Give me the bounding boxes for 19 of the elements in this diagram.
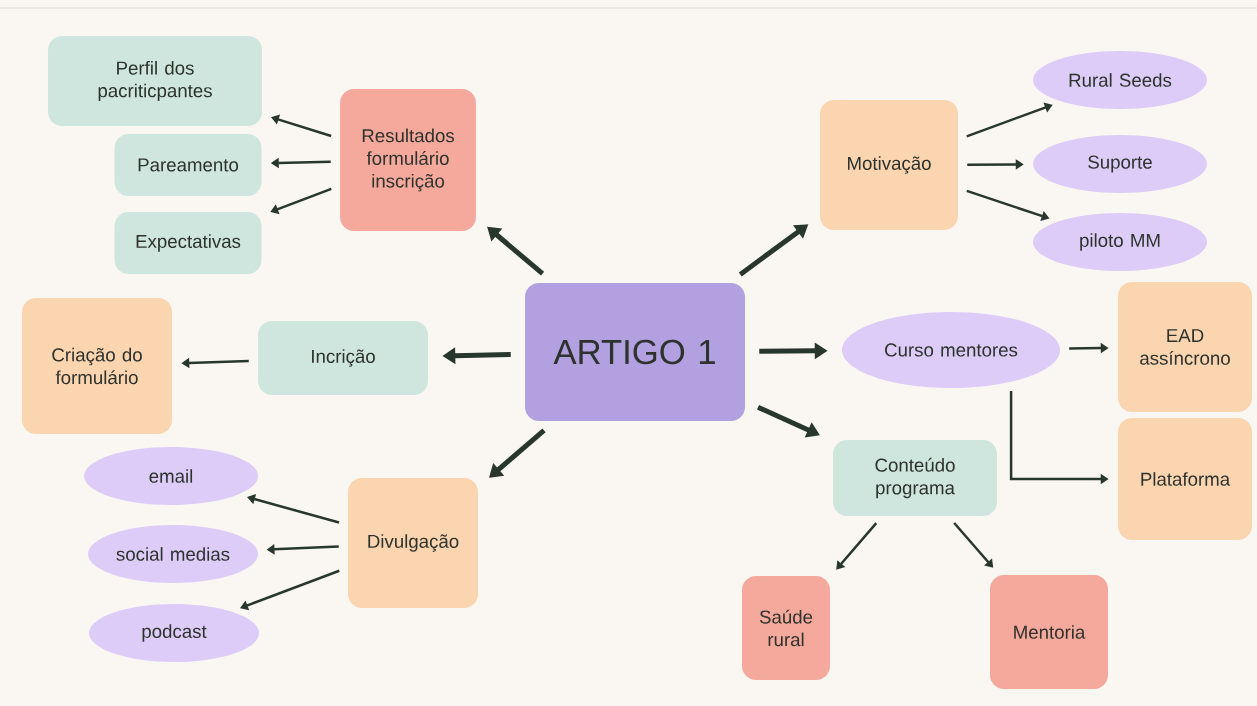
topic-box: Expectativas [114, 212, 262, 274]
topic-box: Criação do formulário [22, 298, 172, 434]
topic-box: Plataforma [1118, 418, 1252, 540]
arrow [836, 522, 878, 570]
topic-box: Mentoria [990, 575, 1108, 689]
topic-box: Saúde rural [742, 576, 830, 680]
topic-box: ARTIGO 1 [525, 283, 745, 421]
arrow [247, 494, 340, 524]
arrow [953, 522, 994, 568]
topic-box: Conteúdo programa [833, 440, 997, 516]
topic-box: Resultados formulário inscrição [340, 89, 476, 231]
topic-box: Pareamento [114, 134, 262, 196]
arrow [489, 428, 546, 478]
topic-box: EAD assíncrono [1118, 282, 1252, 412]
topic-box: Perfil dos pacriticpantes [48, 36, 262, 126]
arrow [270, 187, 332, 215]
topic-box: Motivação [820, 100, 958, 230]
topic-box: Incrição [258, 321, 428, 395]
topic-box: Divulgação [348, 478, 478, 608]
